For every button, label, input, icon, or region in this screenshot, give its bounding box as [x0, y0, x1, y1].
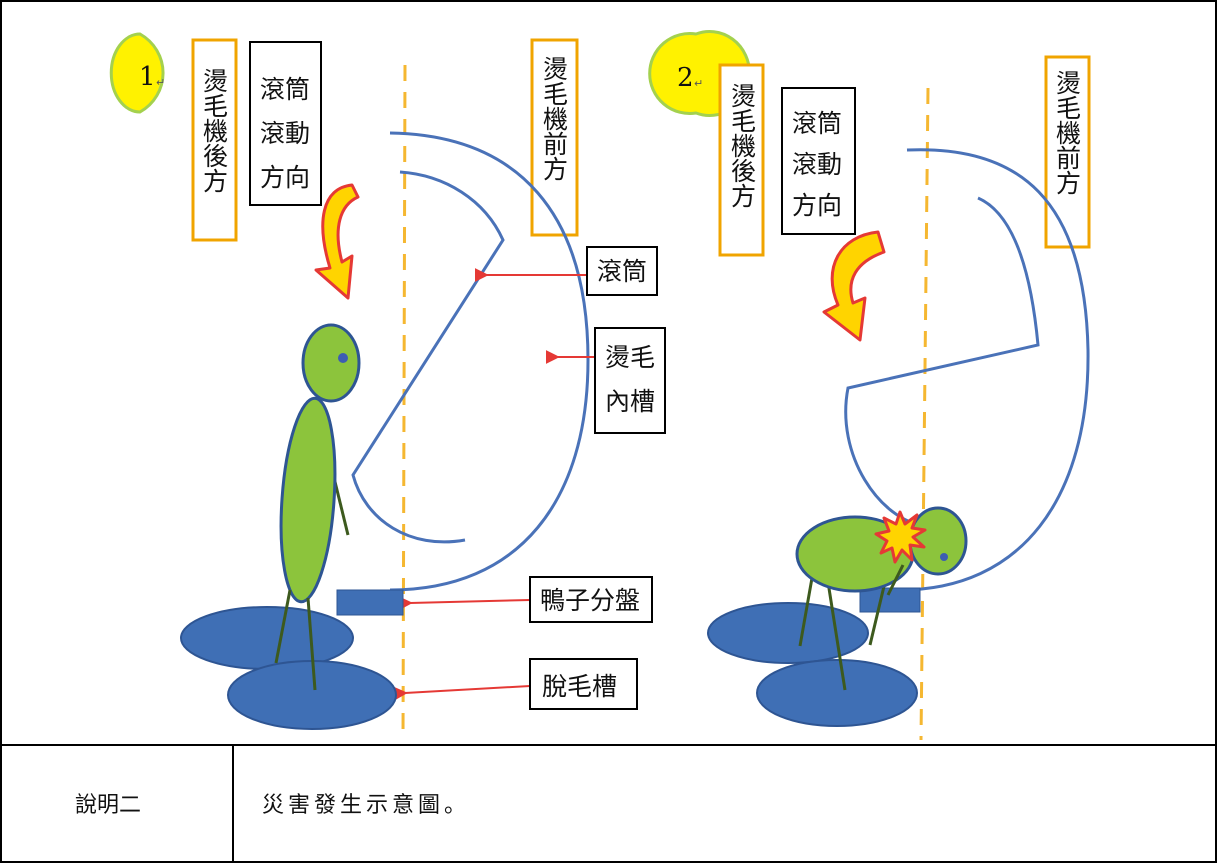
front-label-box-2: [1044, 55, 1091, 249]
impact-burst-icon: [874, 510, 927, 564]
drum-callout-1: 滾筒: [597, 257, 647, 286]
tank-outer-arc-2: [899, 148, 1090, 592]
tank-callout-line1-1: 燙毛: [605, 343, 655, 372]
direction-label-line2-2: 滾動: [792, 150, 842, 179]
worker-eye-2: [940, 553, 948, 561]
guide-line-2: [919, 87, 930, 741]
direction-label-line3-1: 方向: [260, 163, 310, 192]
plucker-callout-1: 脫毛槽: [542, 672, 617, 701]
tray-1: [336, 589, 404, 616]
direction-label-line1-2: 滾筒: [792, 109, 842, 138]
worker-eye-1: [338, 353, 348, 363]
direction-label-line3-2: 方向: [792, 191, 842, 220]
tray-callout-1: 鴨子分盤: [540, 586, 640, 615]
panel-number-mark-2: ↵: [694, 77, 703, 90]
plucker-plate-front-1: [227, 660, 397, 730]
rear-label-1: 燙毛機後方: [200, 68, 229, 193]
direction-label-box-1: [249, 41, 322, 206]
rotation-arrow-2: [822, 230, 886, 342]
panel-1: 1 ↵ 燙毛機後方 滾筒 滾動 方向 燙毛機前方 滾筒 燙毛 內槽 鴨: [109, 32, 666, 741]
direction-label-line1-1: 滾筒: [260, 75, 310, 104]
panel-number-2: 2: [677, 63, 694, 93]
rear-label-box-1: [191, 38, 238, 242]
front-label-1: 燙毛機前方: [540, 56, 569, 181]
worker-leg-right-1: [306, 597, 317, 691]
guide-line-1: [401, 64, 407, 741]
caption-text: 災害發生示意圖。: [262, 793, 470, 818]
front-label-2: 燙毛機前方: [1053, 70, 1082, 195]
tank-callout-line2-1: 內槽: [605, 387, 655, 416]
plucker-plate-back-1: [180, 606, 354, 670]
tank-callout-box-1: [594, 327, 666, 434]
direction-label-box-2: [781, 87, 856, 235]
drum-curve-1: [351, 170, 505, 544]
tank-outer-arc-1: [389, 131, 590, 592]
plucker-plate-front-2: [756, 659, 918, 727]
rear-label-2: 燙毛機後方: [728, 83, 757, 208]
rear-label-box-2: [718, 63, 765, 257]
tray-callout-box-1: [529, 576, 653, 623]
worker-leg-back-left-2: [798, 577, 814, 647]
drum-callout-box-1: [586, 246, 658, 296]
plucker-pointer-1: [393, 685, 531, 701]
number-badge-1: [109, 32, 165, 114]
drum-curve-2: [844, 196, 1040, 528]
worker-arm-2: [886, 564, 905, 596]
direction-label-line2-1: 滾動: [260, 119, 310, 148]
worker-leg-back-right-2: [826, 581, 847, 691]
worker-leg-front-2: [868, 581, 887, 646]
panel-2: 2 ↵ 燙毛機後方 滾筒 滾動 方向 燙毛機前方: [648, 30, 1091, 741]
worker-leg-left-1: [274, 589, 292, 664]
worker-head-1: [301, 323, 361, 403]
plucker-callout-box-1: [529, 658, 638, 710]
worker-body-1: [279, 396, 337, 604]
plucker-plate-back-2: [707, 602, 869, 664]
panel-number-mark-1: ↵: [156, 76, 165, 89]
front-label-box-1: [530, 38, 579, 237]
caption-label: 說明二: [75, 793, 141, 818]
tray-pointer-1: [398, 596, 531, 611]
rotation-arrow-1: [314, 183, 360, 300]
panel-number-1: 1: [139, 62, 156, 92]
